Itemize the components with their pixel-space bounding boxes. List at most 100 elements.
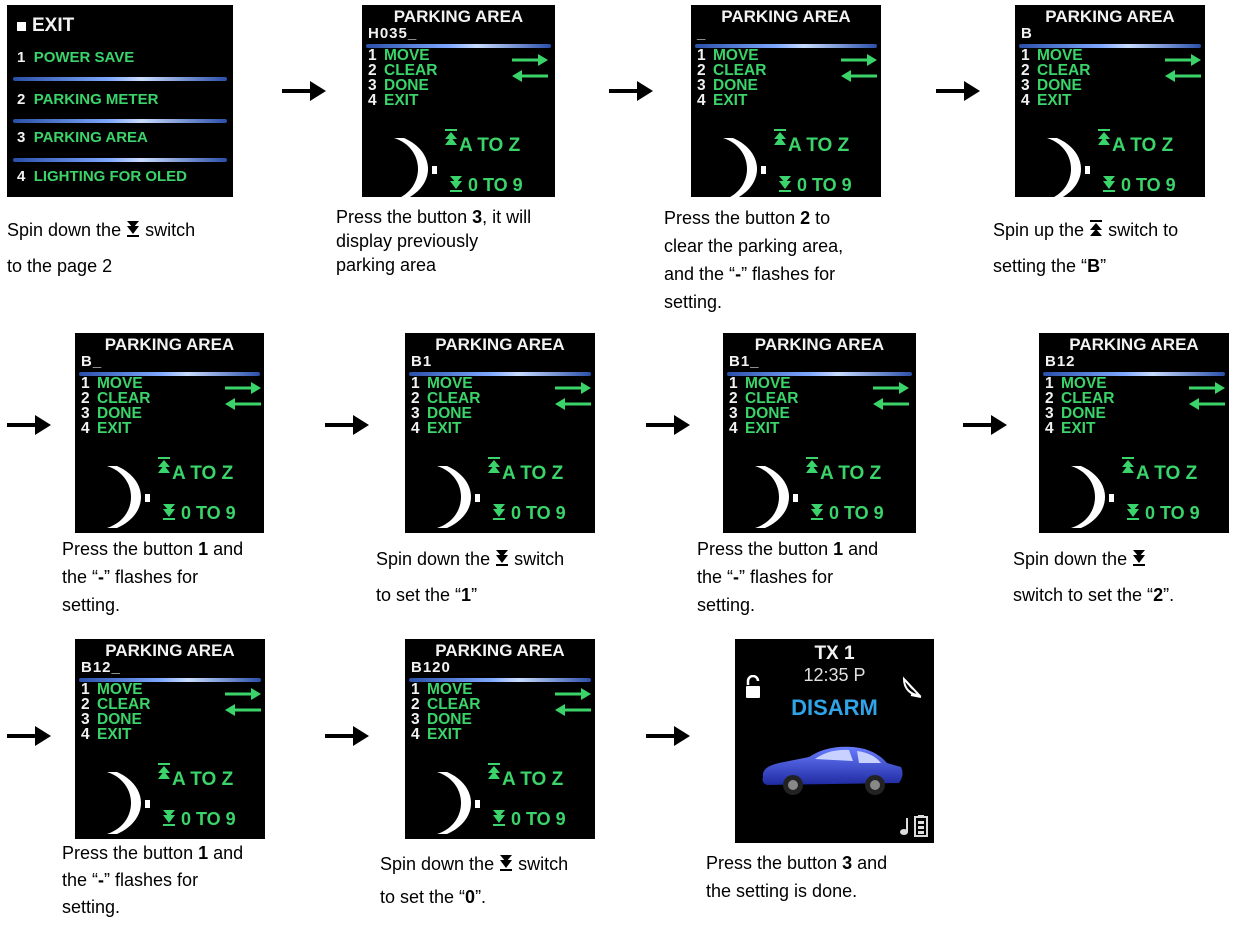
screen-disarm: TX 1 12:35 P DISARM [735, 639, 934, 843]
parking-code: B1 [411, 353, 433, 370]
screen-title: PARKING AREA [435, 335, 565, 354]
battery-icon [914, 815, 928, 837]
thumb-wheel-icon [723, 138, 766, 197]
a-to-z-label: A TO Z [1112, 135, 1174, 156]
spin-down-icon [493, 810, 505, 826]
a-to-z-label: A TO Z [502, 463, 564, 484]
spin-down-icon [496, 550, 509, 566]
screen-title: PARKING AREA [393, 7, 524, 26]
zero-to-nine-label: 0 TO 9 [181, 809, 236, 829]
caption-step-5: Press the button 1 and the “-” flashes f… [62, 539, 244, 615]
divider-bar [13, 158, 227, 162]
square-bullet-icon [17, 22, 26, 31]
spin-up-icon [488, 457, 500, 473]
spin-up-icon [445, 129, 457, 145]
a-to-z-label: A TO Z [1136, 463, 1198, 484]
spin-down-icon [1133, 550, 1146, 566]
thumb-wheel-icon [1071, 466, 1114, 528]
step-arrow-icon [325, 726, 369, 746]
divider-bar [13, 119, 227, 123]
parking-code: B [1021, 25, 1033, 42]
exit-label: EXIT [32, 15, 75, 36]
zero-to-nine-label: 0 TO 9 [468, 175, 523, 195]
spin-up-icon [1098, 129, 1110, 145]
thumb-wheel-icon [1047, 138, 1090, 197]
screen-title: PARKING AREA [721, 7, 851, 26]
thumb-wheel-icon [437, 772, 480, 834]
zero-to-nine-label: 0 TO 9 [1121, 175, 1176, 195]
right-arrow-icon [225, 382, 261, 394]
a-to-z-label: A TO Z [172, 769, 234, 790]
screen-title: PARKING AREA [1069, 335, 1199, 354]
left-arrow-icon [841, 70, 877, 82]
spin-down-icon [163, 810, 175, 826]
right-arrow-icon [1189, 382, 1225, 394]
parking-code: B12 [1045, 353, 1076, 370]
left-arrow-icon [873, 398, 909, 410]
antenna-dish-icon [902, 676, 922, 698]
right-arrow-icon [841, 54, 877, 66]
spin-down-icon [450, 176, 462, 192]
zero-to-nine-label: 0 TO 9 [797, 175, 852, 195]
spin-down-icon [493, 504, 505, 520]
a-to-z-label: A TO Z [172, 463, 234, 484]
caption-step-3: Press the button 2 to clear the parking … [664, 208, 844, 312]
right-arrow-icon [555, 382, 591, 394]
caption-step-11: Press the button 3 and the setting is do… [706, 853, 888, 901]
menu-item: 1 POWER SAVE [17, 49, 135, 66]
spin-up-icon [774, 129, 786, 145]
divider-bar [13, 77, 227, 81]
left-arrow-icon [1165, 70, 1201, 82]
spin-down-icon [1127, 504, 1139, 520]
screen-menu-page: EXIT 1 POWER SAVE 2 PARKING METER 3 PARK… [7, 5, 233, 197]
step-arrow-icon [936, 81, 980, 101]
caption-step-9: Press the button 1 and the “-” flashes f… [62, 843, 244, 917]
divider-bar [79, 678, 261, 682]
step-arrow-icon [325, 415, 369, 435]
car-icon [762, 746, 903, 795]
thumb-wheel-icon [394, 138, 437, 197]
step-arrow-icon [7, 415, 51, 435]
spin-up-icon [1090, 220, 1103, 236]
tx-label: TX 1 [814, 643, 855, 664]
divider-bar [409, 372, 591, 376]
right-arrow-icon [1165, 54, 1201, 66]
spin-down-icon [811, 504, 823, 520]
spin-down-icon [779, 176, 791, 192]
caption-step-2: Press the button 3, it will display prev… [336, 207, 532, 275]
step-arrow-icon [282, 81, 326, 101]
a-to-z-label: A TO Z [459, 135, 521, 156]
step-arrow-icon [963, 415, 1007, 435]
spin-up-icon [158, 763, 170, 779]
spin-up-icon [158, 457, 170, 473]
